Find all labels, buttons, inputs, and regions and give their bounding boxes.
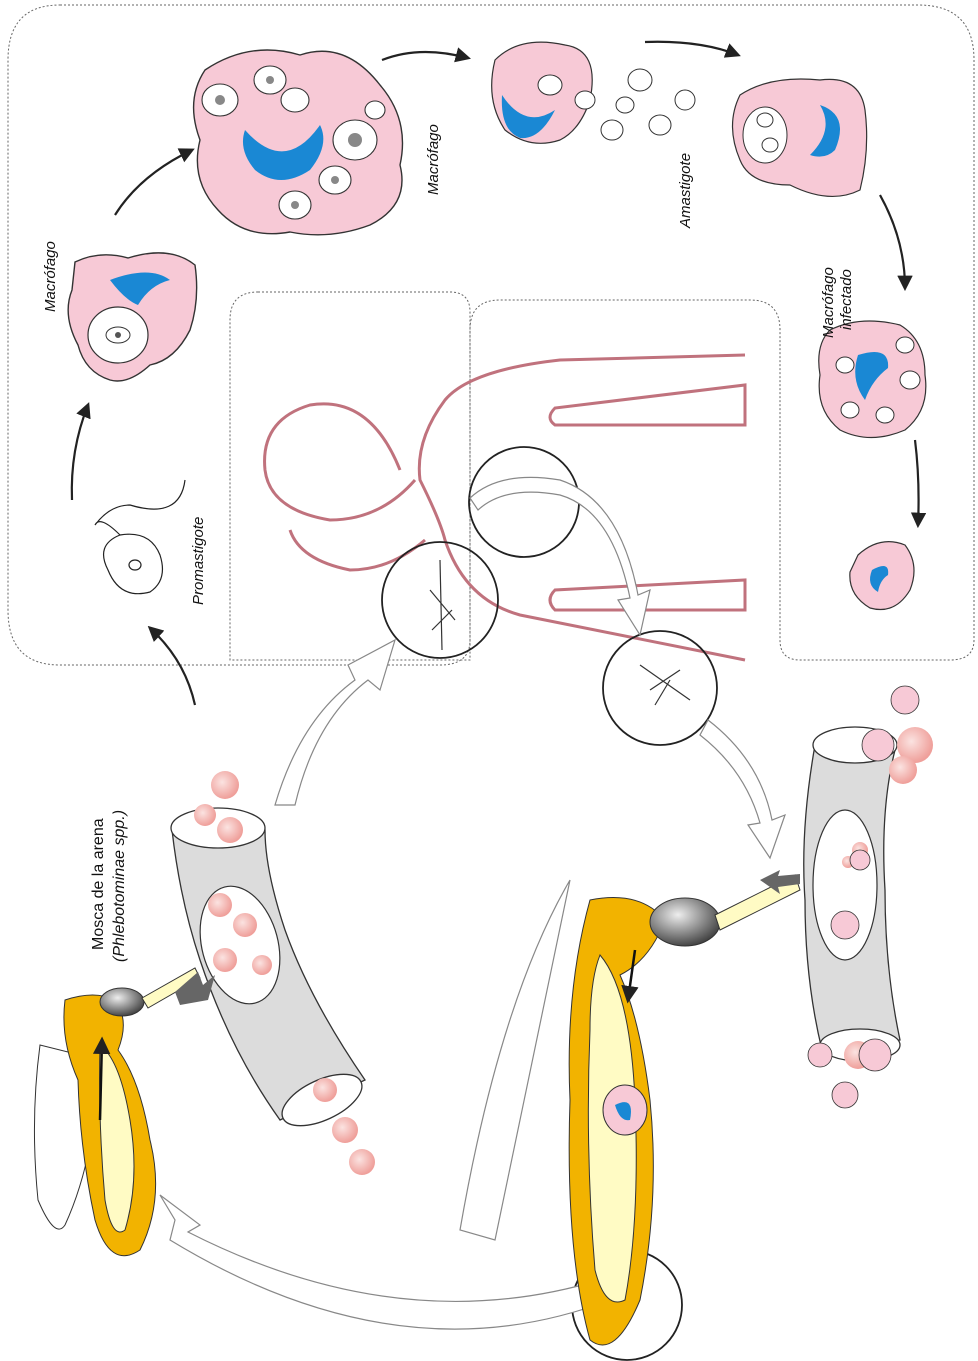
blood-vessel-right [804, 727, 900, 1061]
label-promastigote: Promastigote [190, 517, 207, 605]
blood-vessel-left [171, 808, 369, 1136]
macrophage-engulfing [68, 253, 197, 381]
label-macrofago-1: Macrófago [42, 241, 59, 312]
macrophage-new-host [733, 79, 867, 196]
macrophage-small [850, 542, 914, 610]
sandfly-lower [569, 875, 800, 1345]
label-sandfly-name: Mosca de la arena [90, 818, 107, 950]
promastigote-cell [95, 480, 185, 594]
skin-cross-section [265, 355, 745, 660]
label-sandfly-species: (Phlebotominae spp.) [111, 810, 128, 962]
label-amastigote: Amastigote [677, 153, 694, 229]
macrophage-rupturing [492, 42, 695, 143]
macrophage-multiplying [194, 50, 403, 235]
label-macrofago-infectado-2: infectado [838, 269, 855, 330]
label-macrofago-infectado-1: Macrófago [820, 267, 837, 338]
label-macrofago-2: Macrófago [425, 124, 442, 195]
